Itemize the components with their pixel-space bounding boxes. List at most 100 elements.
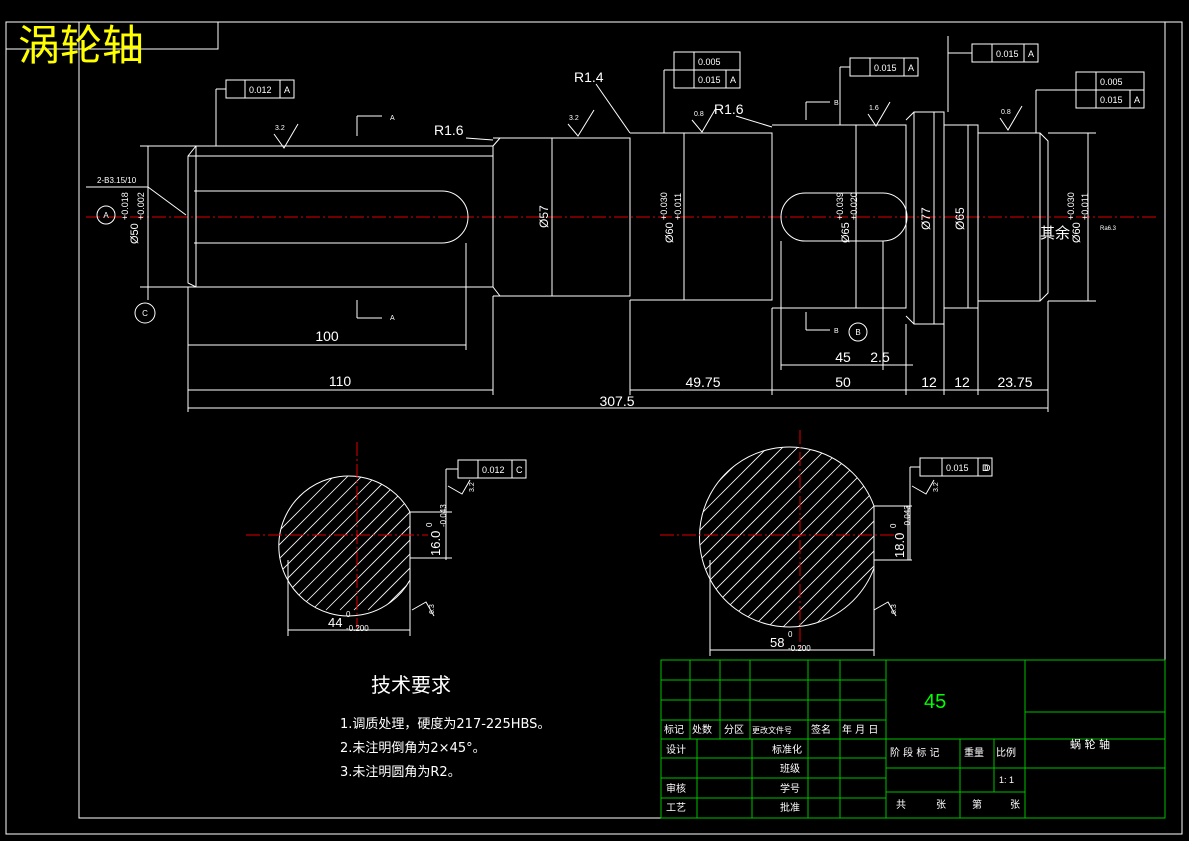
- dim-d50-tol-up: +0.018: [120, 192, 130, 220]
- shaft-main-view: [86, 111, 1158, 325]
- fcf2-value: 0.005: [698, 57, 721, 67]
- tb-h-zone: 分区: [724, 724, 744, 736]
- key-width-18-up: 0: [889, 523, 898, 528]
- note-2: 2.未注明倒角为2×45°。: [340, 741, 486, 756]
- diameter-dimensions: [140, 112, 1096, 324]
- radius-r16a: R1.6: [434, 122, 464, 138]
- tb-sheets-unit: 张: [936, 799, 946, 811]
- key-width-16-up: 0: [425, 522, 434, 527]
- key-width-18-low: -0.043: [903, 505, 912, 528]
- key-depth-58-up: 0: [788, 630, 793, 639]
- notes-heading: 技术要求: [371, 673, 451, 697]
- tb-process: 工艺: [666, 802, 686, 814]
- dim-d60-tol-up: +0.030: [659, 192, 669, 220]
- section-label-1: A: [390, 115, 395, 122]
- dim-d60-tol-low: +0.011: [673, 193, 683, 220]
- dim-d65a-tol-low: +0.020: [849, 192, 859, 220]
- key-depth-44-low: -0.200: [346, 624, 369, 633]
- roughness-08b: 0.8: [1001, 109, 1011, 116]
- dim-len-12b: 12: [954, 374, 970, 390]
- title-box: [5, 21, 219, 50]
- dim-len-307: 307.5: [599, 393, 634, 409]
- length-dimensions: [187, 241, 1049, 412]
- tb-h-doc: 更改文件号: [752, 725, 792, 735]
- fcf3-value: 0.015: [698, 75, 721, 85]
- tb-part-name: 蜗 轮 轴: [1070, 737, 1110, 751]
- dim-d50: Ø50: [129, 223, 141, 244]
- dim-len-110: 110: [329, 373, 352, 389]
- drawing-title: 涡轮轴: [18, 21, 144, 70]
- dim-d50-tol-low: +0.002: [136, 192, 146, 220]
- fcf1-ref: A: [284, 85, 290, 95]
- fcf-sec2-ref: D: [982, 463, 989, 473]
- dim-len-2375: 23.75: [997, 374, 1032, 390]
- radius-r14: R1.4: [574, 69, 604, 85]
- tb-sheet-unit2: 张: [1010, 799, 1020, 811]
- key-depth-44: 44: [328, 615, 342, 630]
- dim-len-50: 50: [835, 374, 851, 390]
- section-markers: [356, 101, 830, 331]
- key-width-16-low: -0.043: [439, 504, 448, 527]
- inner-frame: [78, 21, 1166, 819]
- tb-material: 45: [924, 691, 946, 713]
- dim-d60b-tol-up: +0.030: [1066, 192, 1076, 220]
- section-label-4: B: [834, 328, 839, 335]
- fcf4-ref: A: [908, 63, 914, 73]
- tb-h-date: 年 月 日: [842, 723, 878, 736]
- roughness-rest: Ra6.3: [1100, 226, 1117, 232]
- roughness-63a: 6.3: [429, 604, 436, 614]
- fcf-sec2-value: 0.015: [946, 463, 969, 473]
- tb-scale-value: 1: 1: [999, 775, 1014, 785]
- note-3: 3.未注明圆角为R2。: [340, 765, 461, 780]
- dim-d60b: Ø60: [1071, 222, 1083, 243]
- fcf3-ref: A: [730, 75, 736, 85]
- dim-d60: Ø60: [664, 222, 676, 243]
- tb-sheet-no: 第: [972, 798, 982, 811]
- tb-weight: 重量: [964, 746, 984, 759]
- fcf4-value: 0.015: [874, 63, 897, 73]
- section-label-2: A: [390, 315, 395, 322]
- fcf7-ref: A: [1134, 95, 1140, 105]
- tb-approve: 批准: [780, 801, 800, 814]
- key-depth-58-low: -0.200: [788, 644, 811, 653]
- tb-h-sign: 签名: [811, 723, 831, 736]
- tb-class: 班级: [780, 763, 800, 775]
- roughness-32b: 3.2: [569, 115, 579, 122]
- datum-c: C: [142, 309, 148, 318]
- tb-standard: 标准化: [772, 743, 802, 756]
- roughness-32d: 3.2: [933, 482, 940, 492]
- tb-student-id: 学号: [780, 782, 800, 795]
- radius-r16b: R1.6: [714, 101, 744, 117]
- roughness-16: 1.6: [869, 105, 879, 112]
- tb-design: 设计: [666, 743, 686, 756]
- fcf-sec1-ref: C: [516, 465, 523, 475]
- dim-len-4975: 49.75: [685, 374, 720, 390]
- tb-review: 审核: [666, 782, 686, 795]
- fcf-sec1-value: 0.012: [482, 465, 505, 475]
- outer-frame: [5, 21, 1183, 835]
- roughness-32c: 3.2: [469, 482, 476, 492]
- dim-d65b: Ø65: [953, 207, 967, 230]
- fcf6-value: 0.005: [1100, 77, 1123, 87]
- datum-d: D: [984, 463, 991, 473]
- dim-d60b-prefix: 其余: [1040, 224, 1070, 242]
- fcf7-value: 0.015: [1100, 95, 1123, 105]
- dim-len-45: 45: [835, 349, 851, 365]
- key-depth-44-up: 0: [346, 610, 351, 619]
- dim-len-12a: 12: [921, 374, 937, 390]
- roughness-08a: 0.8: [694, 111, 704, 118]
- tb-sheets-total: 共: [896, 799, 906, 811]
- note-1: 1.调质处理，硬度为217-225HBS。: [340, 716, 550, 732]
- tb-stage: 阶 段 标 记: [890, 746, 940, 759]
- fcf5-value: 0.015: [996, 49, 1019, 59]
- key-width-16: 16.0: [428, 531, 443, 556]
- key-width-18: 18.0: [892, 533, 907, 558]
- key-depth-58: 58: [770, 635, 784, 650]
- roughness-symbols: [273, 101, 1023, 617]
- tb-h-count: 处数: [692, 723, 712, 736]
- dim-d65a-tol-up: +0.039: [835, 192, 845, 220]
- section-label-3: B: [834, 100, 839, 107]
- roughness-32: 3.2: [275, 125, 285, 132]
- fcf1-value: 0.012: [249, 85, 272, 95]
